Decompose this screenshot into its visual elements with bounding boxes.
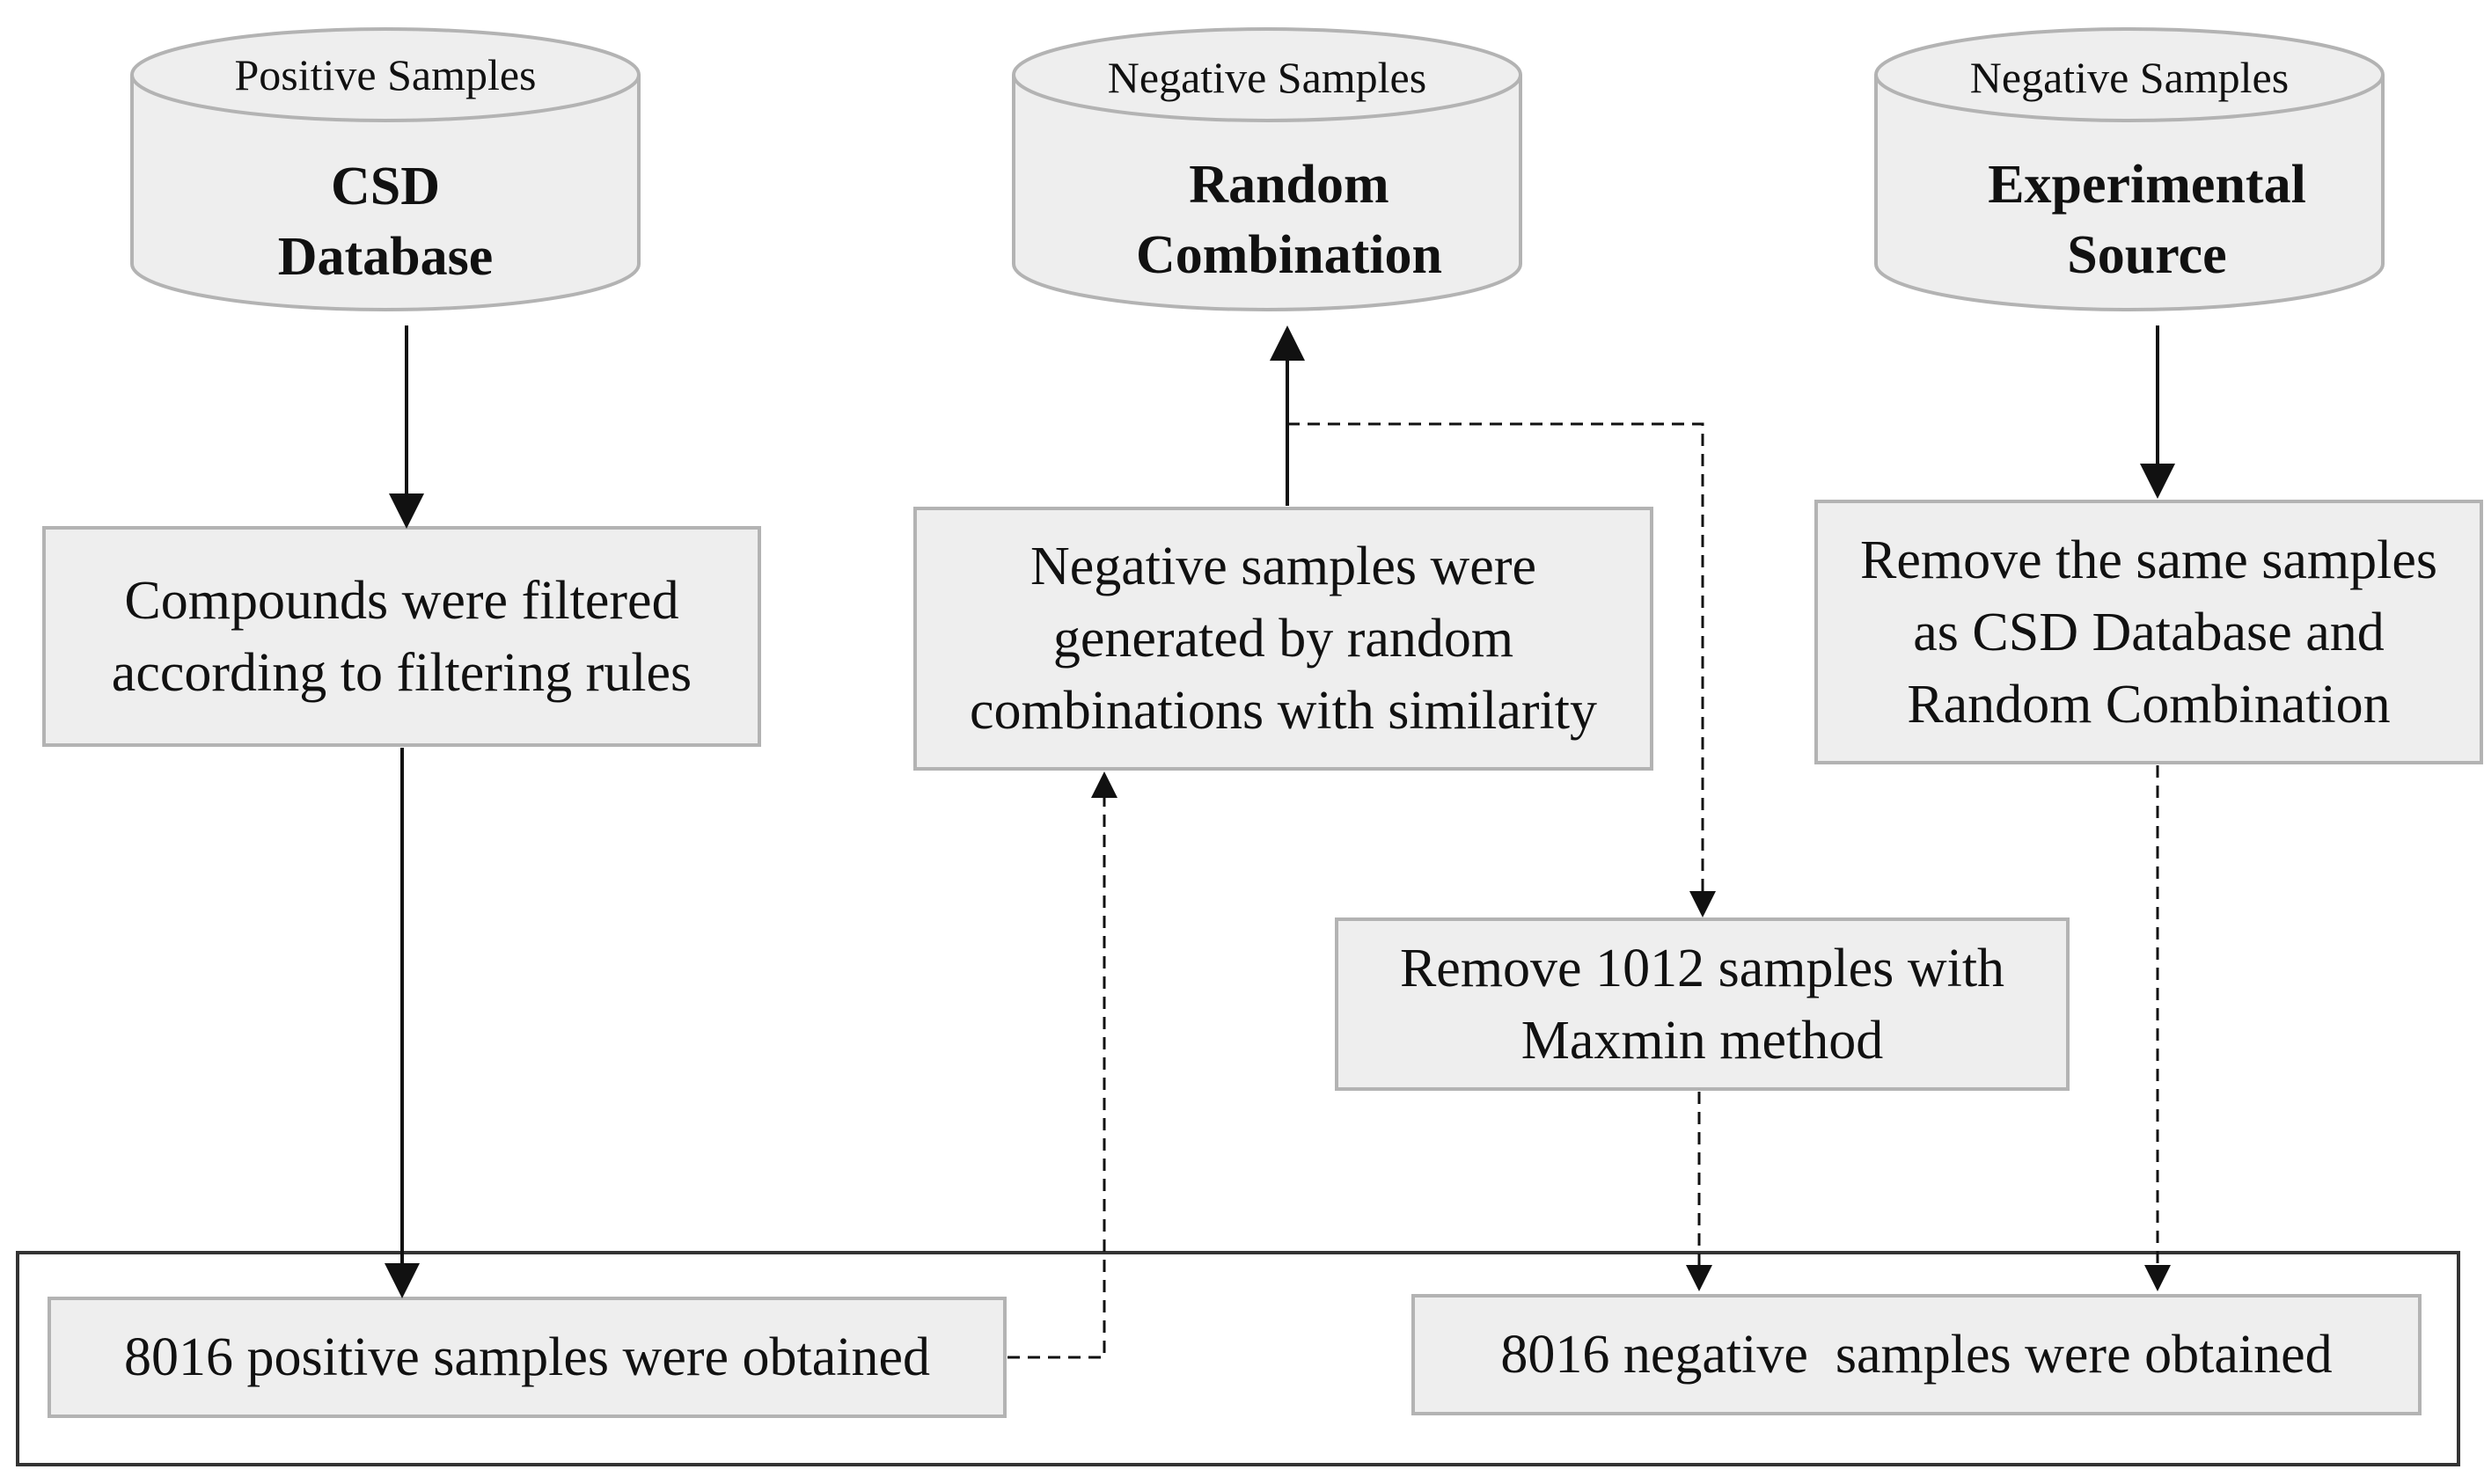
csd-title-line-2: Database bbox=[277, 227, 494, 287]
maxmin-box bbox=[1335, 917, 2070, 1091]
remove-same-step-text: Remove the same samples as CSD Database … bbox=[1816, 501, 2481, 763]
generate-line-1: Negative samples were bbox=[1030, 537, 1536, 596]
remove-same-line-2: as CSD Database and bbox=[1913, 602, 2385, 662]
maxmin-step-text: Remove 1012 samples with Maxmin method bbox=[1337, 919, 2068, 1089]
database-cylinder-random bbox=[1012, 27, 1522, 311]
positive-result-box bbox=[48, 1297, 1007, 1418]
negative-result-text: 8016 negative samples were obtained bbox=[1500, 1325, 2333, 1385]
random-source-title: Random Combination bbox=[1069, 150, 1509, 290]
dashed-arrow-positive-to-generate bbox=[1008, 771, 1117, 1359]
negative-result-box bbox=[1411, 1294, 2422, 1415]
experimental-title-line-1: Experimental bbox=[1988, 155, 2306, 215]
positive-result-text: 8016 positive samples were obtained bbox=[123, 1327, 930, 1387]
generate-box bbox=[913, 507, 1653, 771]
database-cylinder-csd bbox=[130, 27, 641, 311]
dashed-arrow-random-to-maxmin bbox=[1287, 422, 1716, 917]
random-source-label: Negative Samples bbox=[1107, 53, 1427, 102]
database-cylinder-experimental bbox=[1874, 27, 2385, 311]
maxmin-line-2: Maxmin method bbox=[1520, 1010, 1884, 1071]
csd-source-label: Positive Samples bbox=[234, 50, 537, 99]
experimental-source-title: Experimental Source bbox=[1927, 150, 2367, 290]
remove-same-box bbox=[1814, 500, 2483, 764]
remove-same-line-3: Random Combination bbox=[1907, 674, 2391, 735]
generate-step-text: Negative samples were generated by rando… bbox=[915, 508, 1652, 769]
results-container bbox=[16, 1251, 2460, 1466]
experimental-source-label: Negative Samples bbox=[1969, 53, 2290, 102]
maxmin-line-1: Remove 1012 samples with bbox=[1399, 938, 2005, 998]
experimental-title-line-2: Source bbox=[2067, 225, 2227, 285]
filter-step-text: Compounds were filtered according to fil… bbox=[44, 528, 759, 745]
generate-line-2: generated by random bbox=[1052, 609, 1514, 669]
filter-box bbox=[42, 526, 761, 747]
random-title-line-1: Random bbox=[1189, 155, 1389, 215]
csd-source-title: CSD Database bbox=[165, 151, 605, 292]
filter-line-1: Compounds were filtered bbox=[124, 570, 679, 631]
csd-title-line-1: CSD bbox=[330, 157, 441, 216]
random-title-line-2: Combination bbox=[1136, 225, 1442, 285]
generate-line-3: combinations with similarity bbox=[970, 681, 1597, 741]
filter-line-2: according to filtering rules bbox=[111, 642, 692, 703]
remove-same-line-1: Remove the same samples bbox=[1860, 530, 2437, 590]
